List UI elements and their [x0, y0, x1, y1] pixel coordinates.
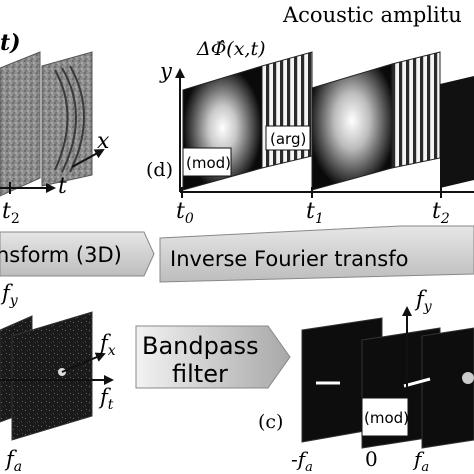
interference-ring-1 — [54, 69, 69, 171]
filtered-panel-fa — [421, 327, 474, 449]
tick-fa-label-left: fa — [4, 447, 22, 474]
tick-t1-subscript: 1 — [315, 211, 324, 227]
tick-fa-label-right: fa — [412, 447, 429, 474]
axis-fx-label: fx — [98, 331, 116, 359]
arg-label-box-top — [265, 125, 311, 151]
bandpass-text-line2: filter — [172, 360, 228, 388]
tick-neg-fa-subscript: a — [305, 460, 313, 474]
axis-fx-f: f — [98, 331, 111, 355]
panel-d-label: (d) — [146, 159, 173, 181]
tick-t2-label: t2 — [2, 199, 20, 227]
tick-t0-t: t — [176, 199, 185, 224]
mod-label-box-bottom — [361, 397, 409, 437]
axis-fy-right-f: f — [414, 287, 427, 311]
filtered-center-line-zero — [403, 377, 431, 388]
tick-zero-label: 0 — [365, 447, 378, 471]
modulus-panel-t2 — [440, 76, 474, 188]
axis-ft-subscript: t — [108, 397, 114, 413]
modulus-panel-t1 — [311, 63, 393, 191]
spectrum-panel-front — [11, 311, 93, 441]
tick-neg-fa-f: -f — [291, 447, 309, 471]
tick-neg-fa-label: -fa — [291, 447, 313, 474]
interference-panel-back — [0, 51, 41, 197]
fourier-banner-text: nsform (3D) — [0, 243, 122, 267]
fourier-transform-banner: nsform (3D) — [0, 231, 155, 277]
inverse-banner-text: Inverse Fourier transfo — [170, 247, 408, 271]
top-right-panel-group: Acoustic amplitu ΔΦ̂(x,t) y (mod) (arg) … — [146, 3, 474, 227]
bandpass-arrow-shape — [135, 325, 291, 389]
axis-y-label: y — [159, 59, 173, 83]
axis-fy-left-f: f — [0, 281, 13, 305]
tick-t0-label: t0 — [176, 199, 194, 227]
tick-t2-t: t — [2, 199, 11, 224]
inverse-fourier-banner: Inverse Fourier transfo — [159, 225, 474, 283]
axis-fy-right-subscript: y — [423, 299, 433, 315]
mod-label-top: (mod) — [186, 154, 231, 172]
tick-fa-right-subscript: a — [421, 460, 429, 474]
tick-fa-left-f: f — [4, 447, 17, 471]
axis-fy-left-subscript: y — [9, 293, 19, 309]
axis-t-label: t — [58, 174, 67, 199]
tick-t2-right-t: t — [432, 199, 441, 224]
phase-panel-t0 — [261, 51, 313, 169]
phase-symbol-label: ΔΦ̂(x,t) — [196, 38, 266, 60]
top-left-panel-group: t) x t t2 — [0, 30, 110, 227]
acoustic-amplitude-title: Acoustic amplitu — [282, 3, 462, 27]
axis-ft-label: ft — [98, 385, 114, 413]
tick-t0-subscript: 0 — [185, 211, 194, 227]
axis-ft-f: f — [98, 385, 111, 409]
bottom-left-spectrum-group: fy fx ft fa — [0, 281, 116, 474]
tick-fa-left-subscript: a — [14, 459, 22, 474]
interference-ring-2 — [61, 67, 77, 173]
phi-fragment-label: t) — [0, 30, 21, 56]
tick-t2-label-right: t2 — [432, 199, 450, 227]
tick-t2-right-subscript: 2 — [440, 211, 450, 227]
axis-fx-arrow — [61, 352, 106, 373]
filtered-peak — [462, 372, 474, 384]
phase-panel-t1 — [391, 51, 441, 169]
inverse-banner-shape — [159, 225, 474, 283]
mod-label-box-top — [182, 147, 232, 177]
mod-label-bottom: (mod) — [364, 409, 409, 427]
axis-fy-label-right: fy — [414, 287, 433, 315]
axis-x-label: x — [97, 129, 110, 154]
axis-fx-subscript: x — [108, 343, 116, 359]
bottom-right-filtered-group: fy (mod) (c) -fa 0 fa — [258, 287, 474, 474]
tick-t2-subscript: 2 — [11, 211, 20, 227]
arg-label-top: (arg) — [270, 130, 306, 148]
fourier-banner-shape — [0, 231, 155, 277]
bandpass-text-line1: Bandpass — [142, 332, 259, 360]
bandpass-filter-arrow: Bandpass filter — [135, 325, 291, 389]
interference-ring-3 — [69, 65, 85, 173]
axis-x-arrow — [71, 149, 105, 168]
tick-t1-t: t — [306, 199, 315, 224]
axis-fy-label-left: fy — [0, 281, 19, 309]
panel-c-label: (c) — [258, 411, 283, 433]
tick-t1-label: t1 — [306, 199, 324, 227]
